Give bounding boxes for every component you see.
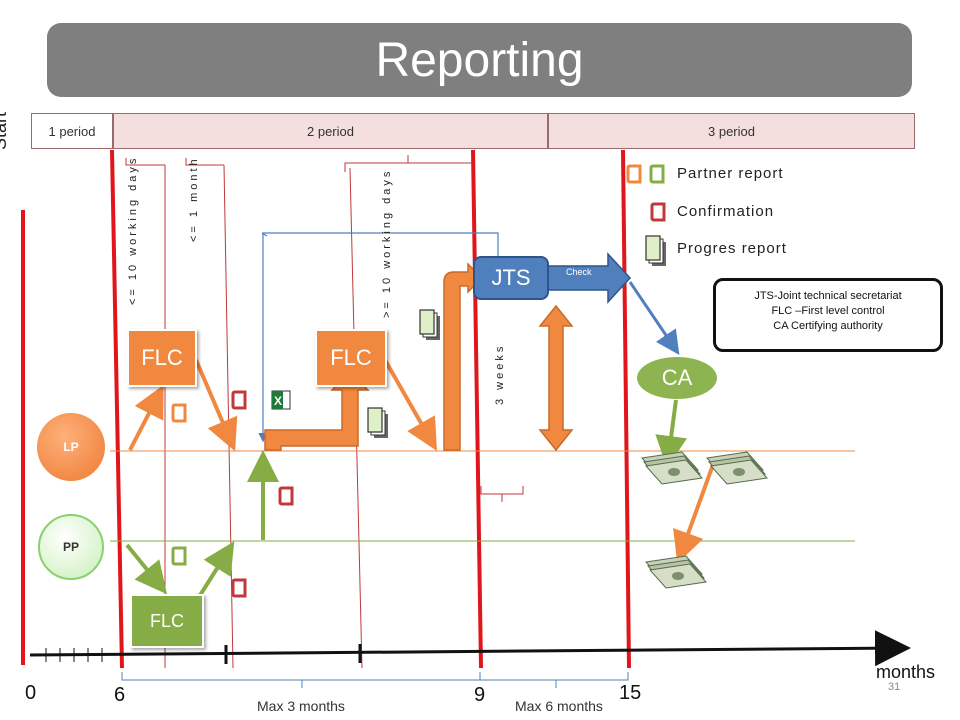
legend-doc-green — [649, 164, 665, 184]
money-icon-3 — [645, 555, 707, 589]
note-working-days-2: >= 10 working days — [381, 168, 393, 318]
lp-node: LP — [37, 413, 105, 481]
axis-label-months: months — [876, 662, 936, 682]
legend-doc-orange — [626, 164, 642, 184]
milestone-line-6 — [110, 149, 124, 669]
money-icon-2 — [706, 451, 768, 485]
money-icon-1 — [641, 451, 703, 485]
legend-confirmation: Confirmation — [677, 203, 775, 220]
flc-box-lp-2: FLC — [315, 329, 387, 387]
span-max-6-months: Max 6 months — [515, 698, 603, 714]
tick-0: 0 — [25, 682, 37, 704]
definition-flc: FLC –First level control — [771, 305, 885, 317]
tick-15: 15 — [619, 682, 642, 704]
note-three-weeks: 3 weeks — [494, 343, 506, 405]
jts-box: JTS — [473, 256, 549, 300]
page-title: Reporting — [47, 23, 912, 97]
period-bar: 1 period 2 period 3 period — [31, 113, 915, 149]
pp-node: PP — [38, 514, 104, 580]
period-1: 1 period — [31, 113, 113, 149]
definition-jts: JTS-Joint technical secretariat — [754, 290, 902, 302]
note-working-days-1: <= 10 working days — [127, 155, 139, 305]
definitions-box: JTS-Joint technical secretariat FLC –Fir… — [713, 278, 943, 352]
period-3: 3 period — [548, 113, 915, 149]
slide-number: 31 — [888, 681, 901, 693]
flc-box-lp: FLC — [127, 329, 197, 387]
definition-ca: CA Certifying authority — [773, 320, 883, 332]
legend-doc-stack — [645, 235, 667, 267]
period-2: 2 period — [113, 113, 548, 149]
tick-9: 9 — [474, 684, 486, 706]
milestone-line-9 — [471, 149, 483, 669]
check-label: Check — [566, 267, 592, 277]
span-max-3-months: Max 3 months — [257, 698, 345, 714]
legend-partner-report: Partner report — [677, 165, 784, 182]
milestone-line-15 — [621, 149, 631, 669]
note-one-month: <= 1 month — [188, 156, 200, 242]
flc-box-pp: FLC — [130, 594, 204, 648]
ca-node: CA — [637, 357, 717, 399]
legend-doc-red — [650, 202, 666, 222]
tick-6: 6 — [114, 684, 126, 706]
svg-text:X: X — [274, 394, 282, 408]
legend-progress-report: Progres report — [677, 240, 787, 257]
